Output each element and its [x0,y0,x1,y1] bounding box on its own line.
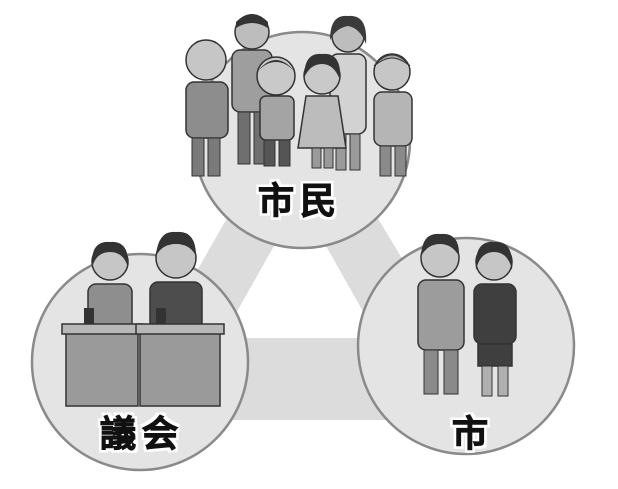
council-members-icon [61,231,225,407]
citizens-label: 市民 [257,181,343,223]
city-label: 市 [451,414,495,456]
family-group-icon [185,14,413,177]
city-officials-icon [417,233,517,397]
assembly-node [30,231,250,472]
city-node [356,233,576,456]
assembly-label: 議会 [99,414,185,456]
citizens-node [185,14,413,250]
